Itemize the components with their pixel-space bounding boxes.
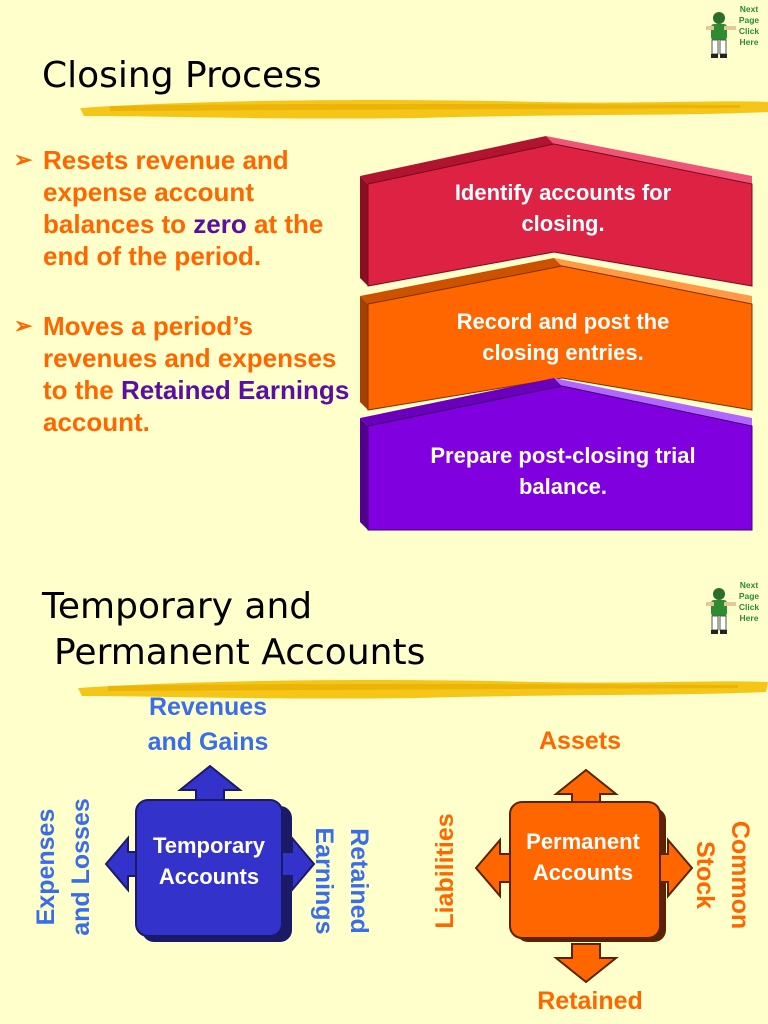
temporary-accounts-diagram: [104, 764, 316, 942]
bullet-resets-balances: ➢ Resets revenue and expense account bal…: [14, 145, 324, 271]
label-liabilities: Liabilities: [431, 813, 459, 929]
step-2-chevron: [360, 258, 753, 411]
step-3-chevron: [360, 378, 753, 531]
arrow-down-icon: [553, 943, 619, 984]
brush-stroke-divider: [78, 680, 768, 699]
brush-stroke-divider: [80, 100, 768, 119]
football-player-icon: [706, 588, 736, 634]
label-retained-earnings: Retained Earnings: [310, 827, 373, 935]
temporary-accounts-box: [135, 799, 283, 937]
next-page-label: Next Page Click Here: [738, 4, 760, 47]
page-title-line-2: Permanent Accounts: [54, 632, 426, 673]
arrow-up-icon: [177, 764, 243, 805]
next-page-button[interactable]: Next Page Click Here: [702, 4, 766, 60]
permanent-accounts-box: [509, 801, 661, 939]
arrow-bullet-icon: ➢: [14, 147, 33, 172]
next-page-label: Next Page Click Here: [738, 580, 760, 623]
permanent-accounts-diagram: [474, 768, 694, 984]
page-title: Closing Process: [42, 55, 322, 96]
label-revenues-and-gains: Revenues and Gains: [147, 693, 269, 756]
label-assets: Assets: [539, 727, 621, 755]
arrow-up-icon: [553, 768, 619, 807]
step-2-label: Record and post the closing entries.: [456, 309, 670, 365]
label-expenses-and-losses: Expenses and Losses: [32, 798, 95, 936]
label-retained: Retained: [537, 987, 643, 1015]
closing-steps-diagram: [360, 136, 753, 531]
arrow-left-icon: [104, 835, 141, 893]
next-page-button[interactable]: Next Page Click Here: [702, 580, 766, 636]
bullet-moves-revenues: ➢ Moves a period’s revenues and expenses…: [14, 311, 350, 437]
page-title-line-1: Temporary and: [42, 586, 313, 627]
step-1-label: Identify accounts for closing.: [454, 180, 672, 236]
temporary-accounts-label: Temporary Accounts: [152, 833, 266, 889]
label-common-stock: Common Stock: [691, 820, 754, 930]
football-player-icon: [706, 12, 736, 58]
step-1-chevron: [360, 136, 753, 287]
arrow-bullet-icon: ➢: [14, 313, 33, 338]
step-3-label: Prepare post-closing trial balance.: [430, 443, 696, 499]
permanent-accounts-label: Permanent Accounts: [526, 829, 640, 885]
